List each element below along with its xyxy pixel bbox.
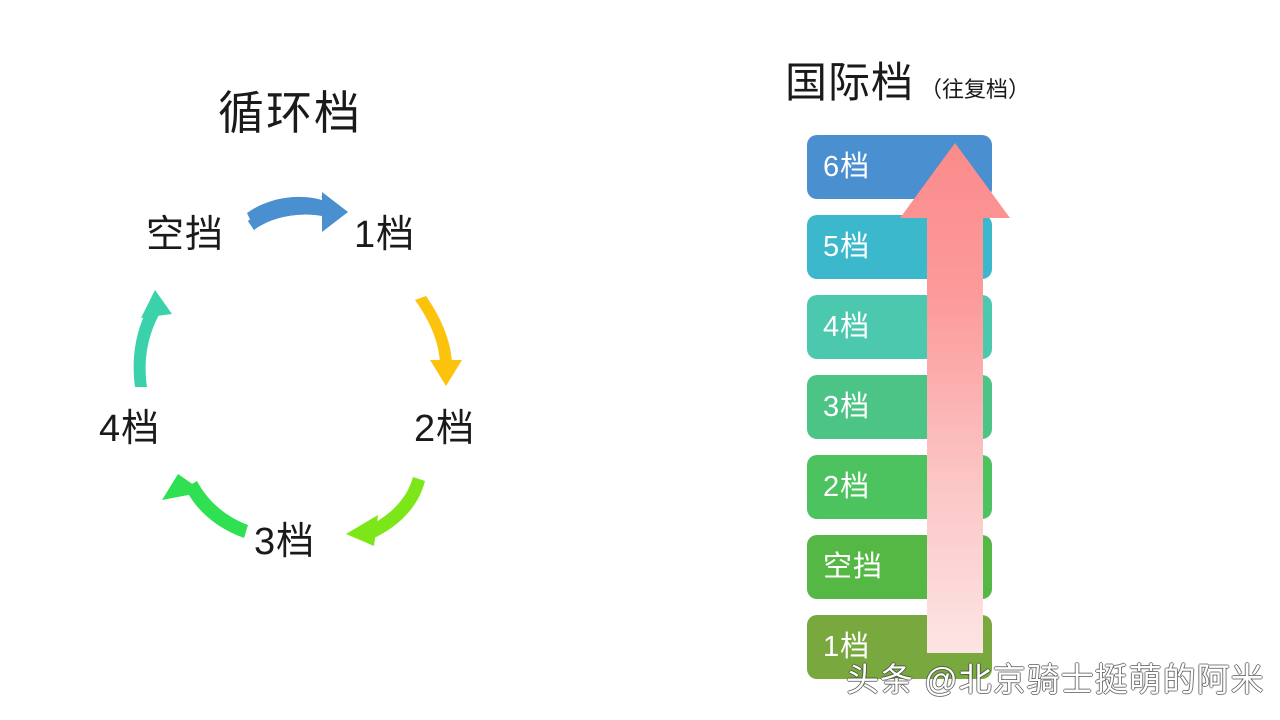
cycle-node-gear4: 4档	[99, 408, 161, 450]
cycle-node-neutral: 空挡	[146, 214, 225, 256]
arrow-gear4-to-neutral	[133, 290, 172, 387]
gear-bar-4: 4档	[807, 295, 992, 359]
gear-list: 6档 5档 4档 3档 2档 空挡 1档	[807, 135, 992, 695]
watermark-text: 头条 @北京骑士挺萌的阿米	[846, 661, 1265, 698]
cycle-diagram-panel: 循环档 空挡 1档 2档 3档 4档	[99, 87, 476, 563]
arrow-gear1-to-gear2	[415, 296, 462, 386]
gear-bar-label: 3档	[823, 390, 871, 423]
cycle-node-gear2: 2档	[414, 408, 476, 450]
gear-bar-6: 6档	[807, 135, 992, 199]
gear-ladder-title-sub: （往复档）	[920, 77, 1031, 102]
gear-bar-5: 5档	[807, 215, 992, 279]
arrow-neutral-to-gear1	[247, 192, 348, 232]
gear-bar-label: 空挡	[823, 550, 884, 583]
gear-bar-label: 1档	[823, 630, 871, 663]
gear-bar-label: 5档	[823, 230, 871, 263]
cycle-node-gear1: 1档	[354, 214, 416, 256]
cycle-node-gear3: 3档	[254, 521, 316, 563]
gear-ladder-panel: 国际档 （往复档） 6档 5档 4档 3档 2档 空挡 1档	[640, 0, 1280, 720]
gear-ladder-title: 国际档 （往复档）	[785, 62, 1030, 104]
cycle-diagram-title: 循环档	[218, 87, 362, 139]
gear-bar-neutral: 空挡	[807, 535, 992, 599]
gear-bar-label: 4档	[823, 310, 871, 343]
arrow-gear2-to-gear3	[346, 477, 425, 546]
gear-bar-label: 6档	[823, 150, 871, 183]
gear-bar-3: 3档	[807, 375, 992, 439]
cycle-arrows-group	[133, 192, 462, 546]
arrow-gear3-to-gear4	[162, 474, 248, 538]
gear-ladder-title-main: 国际档	[785, 59, 915, 106]
gear-bar-label: 2档	[823, 470, 871, 503]
gear-bar-2: 2档	[807, 455, 992, 519]
